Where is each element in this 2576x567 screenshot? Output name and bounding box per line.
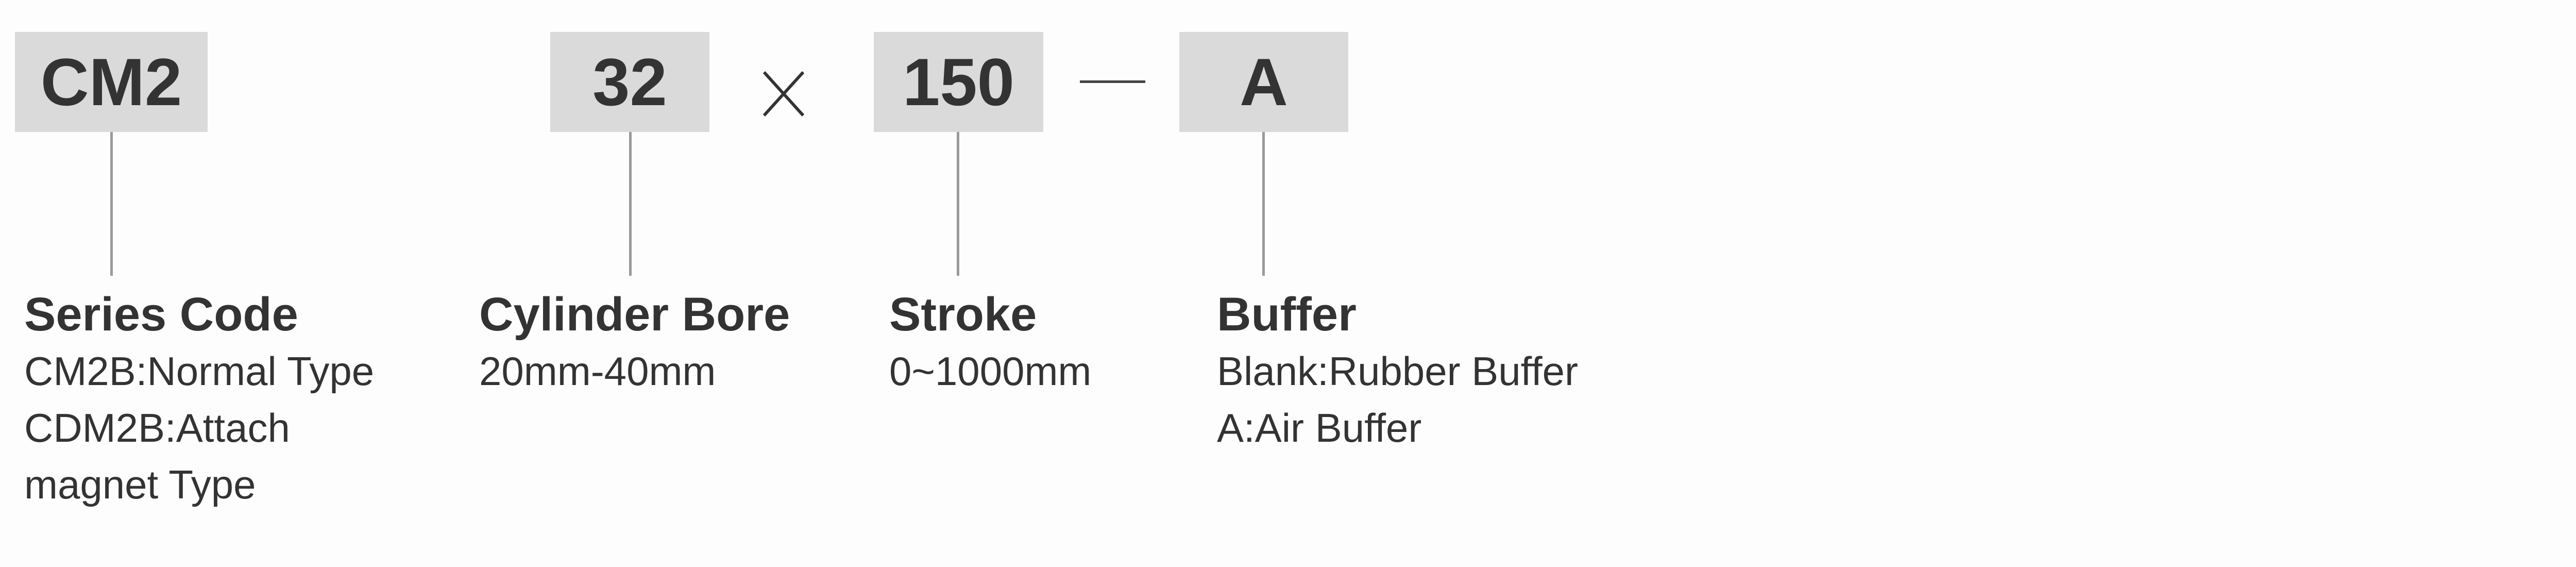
buffer-desc: A:Air Buffer <box>1217 405 1422 451</box>
leader-line-series <box>110 132 113 276</box>
dash-icon <box>1080 80 1145 83</box>
code-box-buffer: A <box>1179 32 1348 132</box>
cylinder-bore-desc: 20mm-40mm <box>479 348 716 394</box>
buffer-title: Buffer <box>1217 288 1357 341</box>
code-box-series: CM2 <box>15 32 208 132</box>
series-code-title: Series Code <box>24 288 298 341</box>
cylinder-bore-info: Cylinder Bore 20mm-40mm <box>479 286 790 399</box>
buffer-info: Buffer Blank:Rubber Buffer A:Air Buffer <box>1217 286 1578 456</box>
cylinder-bore-title: Cylinder Bore <box>479 288 790 341</box>
code-box-bore: 32 <box>550 32 709 132</box>
stroke-desc: 0~1000mm <box>889 348 1092 394</box>
leader-line-bore <box>629 132 632 276</box>
multiply-icon <box>762 71 805 117</box>
series-code-desc: magnet Type <box>24 462 256 507</box>
series-code-desc: CDM2B:Attach <box>24 405 290 451</box>
leader-line-stroke <box>957 132 959 276</box>
stroke-info: Stroke 0~1000mm <box>889 286 1091 399</box>
code-box-stroke: 150 <box>874 32 1043 132</box>
buffer-desc: Blank:Rubber Buffer <box>1217 348 1578 394</box>
stroke-title: Stroke <box>889 288 1037 341</box>
code-buffer: A <box>1240 44 1288 120</box>
series-code-info: Series Code CM2B:Normal Type CDM2B:Attac… <box>24 286 374 513</box>
leader-line-buffer <box>1262 132 1265 276</box>
code-series: CM2 <box>40 44 182 120</box>
code-bore: 32 <box>592 44 667 120</box>
series-code-desc: CM2B:Normal Type <box>24 348 375 394</box>
code-stroke: 150 <box>903 44 1014 120</box>
